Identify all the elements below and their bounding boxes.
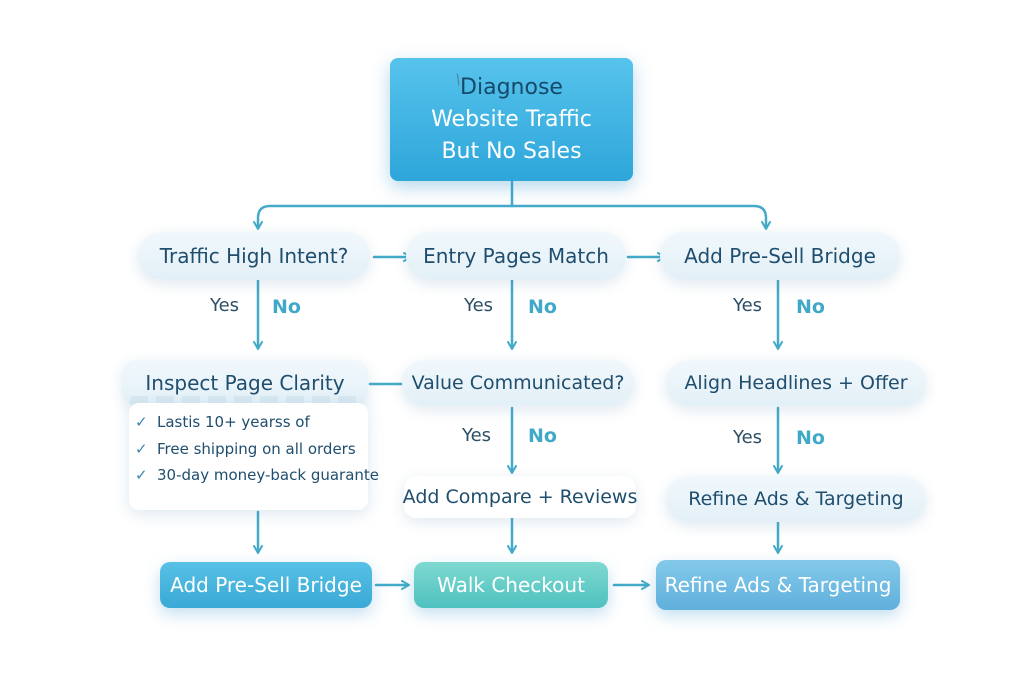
bottom-refine-ads-targeting: Refine Ads & Targeting <box>656 560 900 610</box>
bottom-walk-checkout: Walk Checkout <box>414 562 608 608</box>
node-label: Add Pre-Sell Bridge <box>684 244 876 268</box>
branch-connector-right <box>510 204 771 230</box>
node-label: Traffic High Intent? <box>159 244 349 268</box>
root-line-2: Website Traffic <box>431 106 592 132</box>
node-align-headlines-offer: Align Headlines + Offer <box>666 360 926 406</box>
node-label: Refine Ads & Targeting <box>688 488 904 510</box>
checklist-item-text: Free shipping on all orders <box>157 440 356 458</box>
no-label: No <box>796 427 825 449</box>
node-value-communicated: Value Communicated? <box>402 360 634 406</box>
node-label: Inspect Page Clarity <box>145 371 345 395</box>
node-label: Align Headlines + Offer <box>684 372 908 394</box>
node-label: Add Compare + Reviews <box>402 486 638 508</box>
node-label: Entry Pages Match <box>423 244 609 268</box>
node-add-pre-sell-bridge: Add Pre-Sell Bridge <box>660 232 900 280</box>
root-line-3: But No Sales <box>441 138 582 164</box>
faded-text-line <box>130 396 358 405</box>
checklist-item: ✓ Free shipping on all orders <box>135 440 356 458</box>
node-traffic-high-intent: Traffic High Intent? <box>138 232 370 280</box>
yes-label: Yes <box>462 425 492 446</box>
yes-label: Yes <box>733 295 763 316</box>
bottom-add-pre-sell-bridge: Add Pre-Sell Bridge <box>160 562 372 608</box>
checklist-card: ✓ Lastis 10+ yearss of ✓ Free shipping o… <box>129 403 379 510</box>
no-label: No <box>796 296 825 318</box>
no-label: No <box>272 296 301 318</box>
node-add-compare-reviews: Add Compare + Reviews <box>402 476 638 518</box>
checklist-item-text: Lastis 10+ yearss of <box>157 413 310 431</box>
yes-label: Yes <box>733 427 763 448</box>
root-line-1: Diagnose <box>460 74 563 100</box>
checklist-item: ✓ Lastis 10+ yearss of <box>135 413 310 431</box>
node-refine-ads-targeting: Refine Ads & Targeting <box>666 476 926 522</box>
node-label: Value Communicated? <box>411 372 625 394</box>
check-icon: ✓ <box>135 466 148 484</box>
check-icon: ✓ <box>135 440 148 458</box>
node-label: Refine Ads & Targeting <box>664 573 892 597</box>
node-entry-pages-match: Entry Pages Match <box>406 232 626 280</box>
node-label: Walk Checkout <box>437 573 585 597</box>
checklist-item-text: 30-day money-back guarante <box>157 466 380 484</box>
no-label: No <box>528 425 557 447</box>
checklist-item: ✓ 30-day money-back guarante <box>135 466 379 484</box>
no-label: No <box>528 296 557 318</box>
node-label: Add Pre-Sell Bridge <box>170 573 362 597</box>
root-node: Diagnose Website Traffic But No Sales <box>390 58 633 181</box>
yes-label: Yes <box>210 295 240 316</box>
branch-connector-left <box>253 204 514 230</box>
yes-label: Yes <box>464 295 494 316</box>
check-icon: ✓ <box>135 413 148 431</box>
